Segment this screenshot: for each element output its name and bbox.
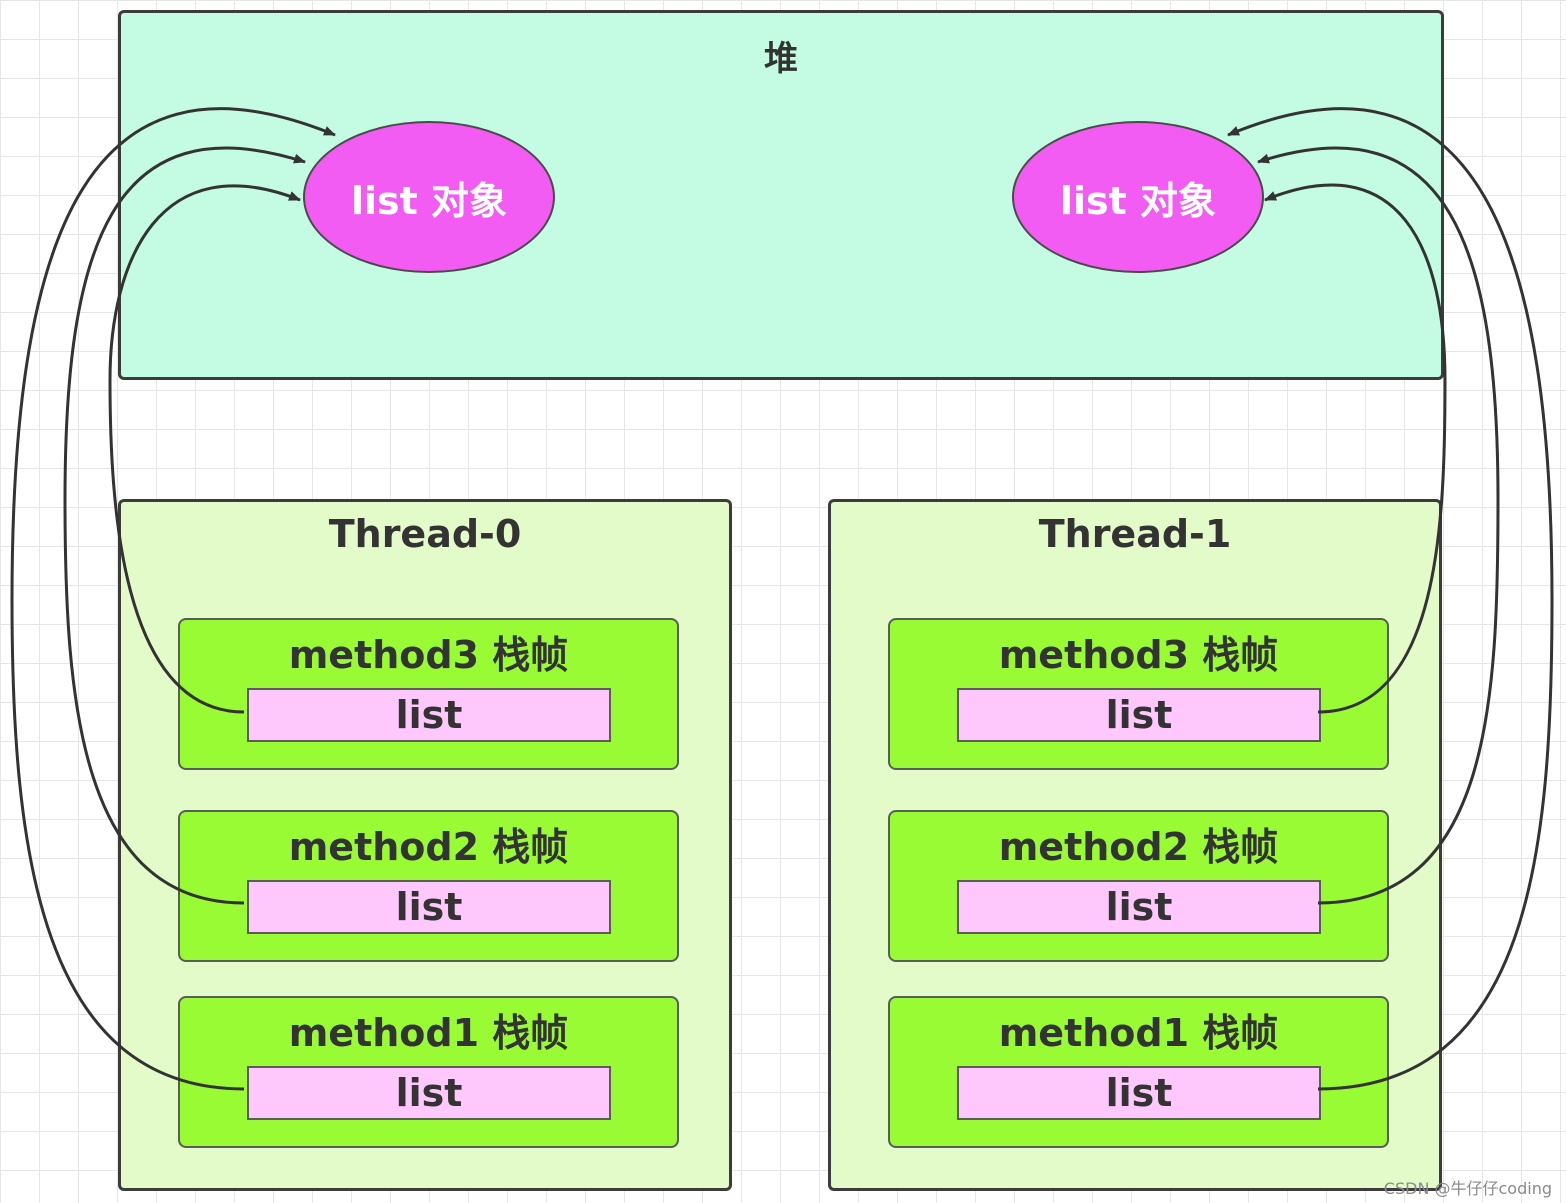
heap-region: 堆 list 对象 list 对象 — [118, 10, 1444, 380]
watermark: CSDN @牛仔仔coding — [1383, 1179, 1552, 1198]
frame-title: method3 栈帧 — [288, 633, 569, 677]
thread-title: Thread-1 — [1038, 512, 1232, 556]
frame-title: method1 栈帧 — [288, 1011, 569, 1055]
list-variable: list — [247, 880, 611, 934]
list-object-right: list 对象 — [1012, 121, 1264, 273]
stack-frame-method1: method1 栈帧 list — [178, 996, 679, 1148]
thread-title: Thread-0 — [328, 512, 522, 556]
list-variable: list — [957, 1066, 1321, 1120]
stack-frame-method2: method2 栈帧 list — [178, 810, 679, 962]
stack-frame-method3: method3 栈帧 list — [178, 618, 679, 770]
list-variable: list — [247, 1066, 611, 1120]
stack-frame-method2: method2 栈帧 list — [888, 810, 1389, 962]
list-variable: list — [957, 688, 1321, 742]
frame-title: method2 栈帧 — [998, 825, 1279, 869]
stack-frame-method1: method1 栈帧 list — [888, 996, 1389, 1148]
thread-1-box: Thread-1 method3 栈帧 list method2 栈帧 list… — [828, 499, 1442, 1191]
thread-0-box: Thread-0 method3 栈帧 list method2 栈帧 list… — [118, 499, 732, 1191]
list-object-left: list 对象 — [303, 121, 555, 273]
frame-title: method1 栈帧 — [998, 1011, 1279, 1055]
list-variable: list — [247, 688, 611, 742]
frame-title: method2 栈帧 — [288, 825, 569, 869]
frame-title: method3 栈帧 — [998, 633, 1279, 677]
stack-frame-method3: method3 栈帧 list — [888, 618, 1389, 770]
heap-title: 堆 — [764, 39, 798, 79]
list-variable: list — [957, 880, 1321, 934]
